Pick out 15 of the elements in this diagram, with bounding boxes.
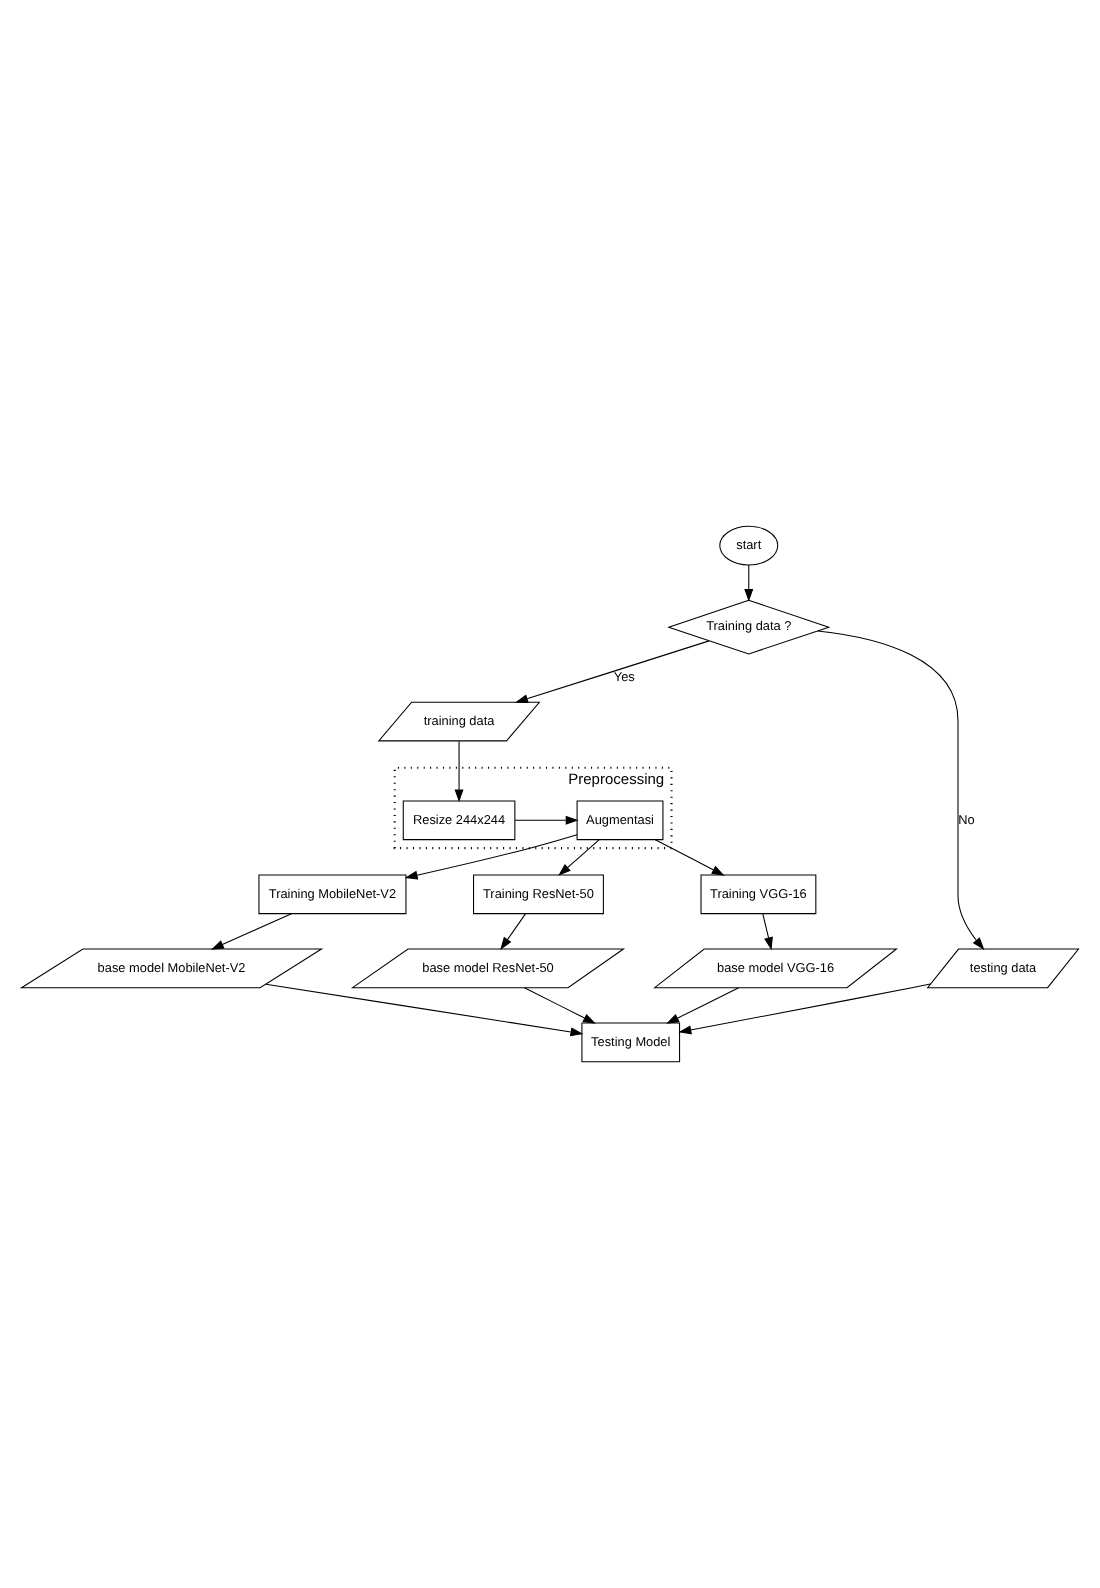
arrow: [211, 913, 292, 950]
arrow: [678, 983, 931, 1035]
arrow: [523, 987, 596, 1024]
arrow: [500, 913, 526, 950]
arrow: [817, 630, 985, 951]
arrow: [515, 640, 710, 703]
arrow: [666, 987, 740, 1024]
arrow: [762, 913, 773, 951]
arrow: [454, 740, 464, 803]
arrow: [265, 983, 584, 1037]
arrow: [558, 839, 600, 876]
arrow: [744, 564, 754, 602]
arrow: [654, 839, 725, 876]
arrow: [404, 834, 578, 880]
arrow: [514, 815, 579, 825]
